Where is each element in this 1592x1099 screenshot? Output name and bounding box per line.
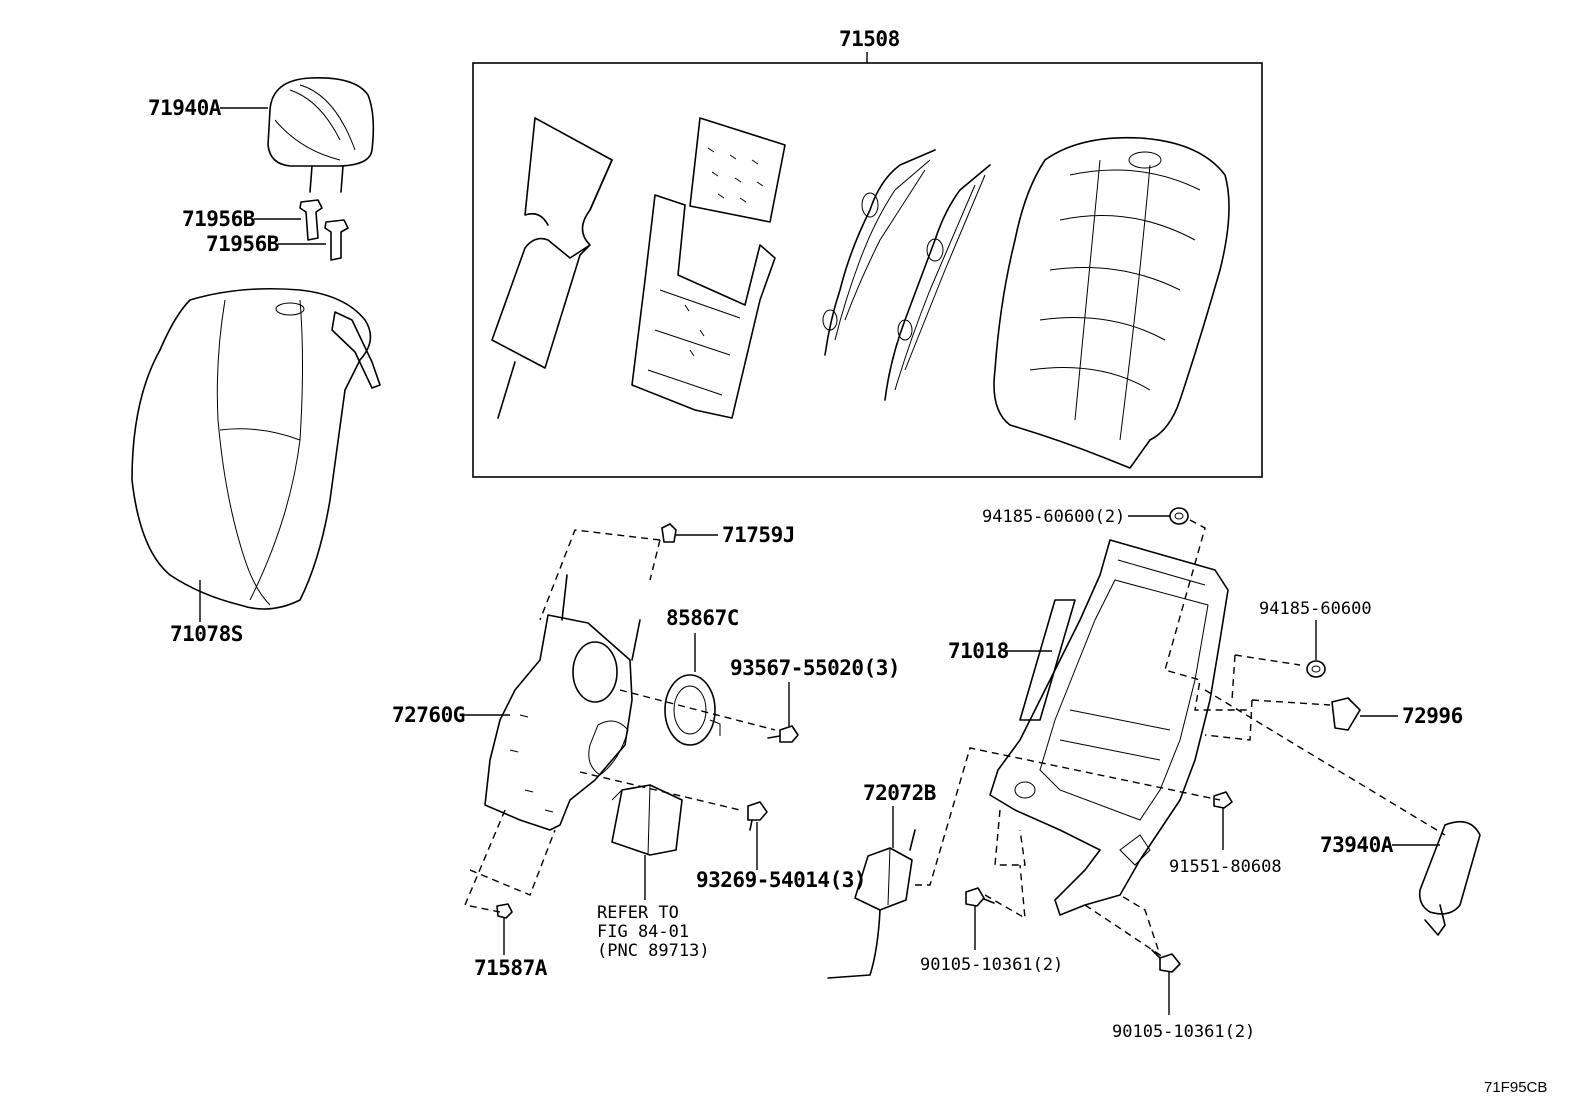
label-board: 72760G xyxy=(392,703,465,727)
control-module xyxy=(611,784,683,856)
note-line-3: (PNC 89713) xyxy=(597,941,710,961)
armrest xyxy=(1418,820,1481,936)
bolt-mid xyxy=(1213,791,1233,809)
label-guide-1: 71956B xyxy=(182,207,255,231)
label-headrest: 71940A xyxy=(148,96,222,120)
assembly-box xyxy=(472,62,1263,478)
dashed-armrest xyxy=(1204,689,1446,836)
label-speaker: 85867C xyxy=(666,606,739,630)
diagram-code: 71F95CB xyxy=(1484,1079,1547,1096)
clip-top xyxy=(661,523,677,543)
nut-top xyxy=(1169,507,1189,525)
lumbar-motor xyxy=(827,829,916,979)
label-bolt-left: 90105-10361(2) xyxy=(920,955,1063,975)
label-screw-speaker: 93567-55020(3) xyxy=(730,656,900,680)
seatback-pad xyxy=(993,136,1230,469)
label-motor: 72072B xyxy=(863,781,936,805)
label-screw-board: 93269-54014(3) xyxy=(696,868,866,892)
lumbar-board xyxy=(484,574,641,831)
pad-upper xyxy=(689,117,786,223)
label-guide-2: 71956B xyxy=(206,232,279,256)
label-nut-top: 94185-60600(2) xyxy=(982,507,1125,527)
label-bolt-bottom: 90105-10361(2) xyxy=(1112,1022,1255,1042)
dashed-frame-bottom xyxy=(1084,894,1162,957)
dashed-motor xyxy=(915,747,1221,886)
dashed-frame-left xyxy=(984,809,1026,920)
bolt-bottom xyxy=(1151,949,1181,973)
label-nut-right: 94185-60600 xyxy=(1259,599,1372,619)
label-armrest: 73940A xyxy=(1320,833,1394,857)
seatback-frame xyxy=(989,539,1229,916)
dashed-board-outline xyxy=(464,529,661,913)
label-seatback-cover: 71078S xyxy=(170,622,243,646)
nut-right xyxy=(1306,660,1326,678)
cover-right xyxy=(1331,697,1361,731)
screw-speaker xyxy=(767,725,799,743)
heater-wires xyxy=(822,149,991,401)
seatback-cover xyxy=(131,287,381,610)
note-line-2: FIG 84-01 xyxy=(597,922,689,942)
screw-board xyxy=(747,801,768,831)
label-cover-right: 72996 xyxy=(1402,704,1463,728)
dashed-frame-top xyxy=(1164,519,1250,711)
heater-pad xyxy=(491,117,613,419)
headrest xyxy=(267,77,375,193)
clip-bottom xyxy=(496,903,513,919)
speaker xyxy=(664,674,721,746)
note-line-1: REFER TO xyxy=(597,903,679,923)
label-clip-top: 71759J xyxy=(722,523,795,547)
pad-lower xyxy=(631,194,776,419)
dashed-module xyxy=(579,771,741,811)
label-assembly: 71508 xyxy=(839,27,900,51)
label-clip-bottom: 71587A xyxy=(474,956,548,980)
label-bolt-mid: 91551-80608 xyxy=(1169,857,1282,877)
bolt-left xyxy=(965,887,995,907)
headrest-guides xyxy=(299,199,349,261)
label-frame: 71018 xyxy=(948,639,1009,663)
dashed-speaker xyxy=(619,689,776,731)
